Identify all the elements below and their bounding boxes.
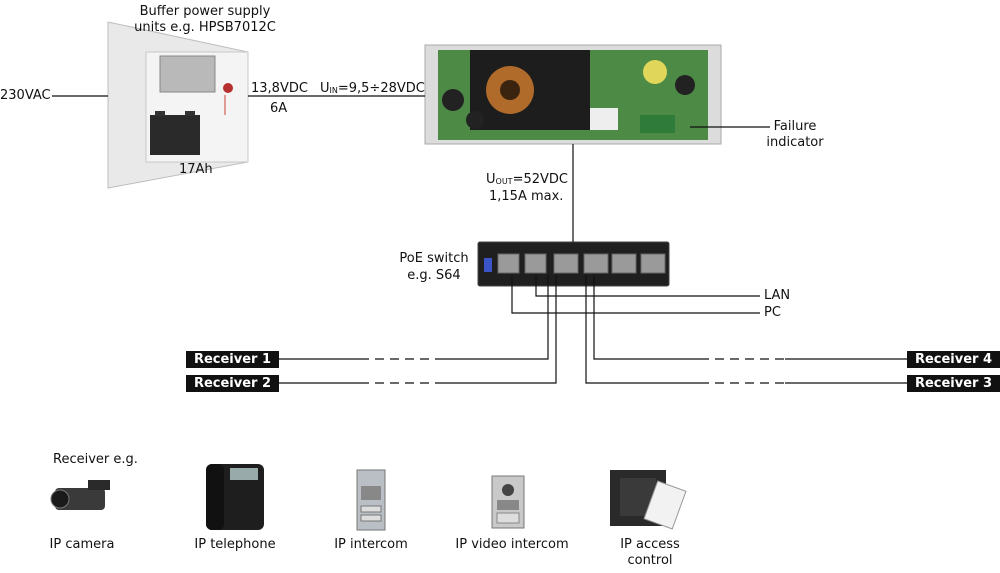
psu-output-current: 6A [270,101,288,116]
lan-wire [535,275,760,297]
ip-intercom-image [356,469,386,531]
pc-label: PC [764,305,781,320]
lan-label: LAN [764,288,791,303]
poe-switch-image [477,241,670,287]
ip-access-control-image [610,470,687,530]
psu-title-line2: units e.g. HPSB7012C [134,20,276,35]
converter-output-current: 1,15A max. [489,189,564,204]
ip-intercom-label: IP intercom [334,537,408,552]
ip-access-control-label-line1: IP access [620,537,680,552]
failure-indicator-line1: Failure [773,119,817,134]
receiver-2-badge: Receiver 2 [186,375,279,392]
ip-camera-label: IP camera [49,537,115,552]
ip-telephone-image [206,464,264,530]
receiver-1-badge: Receiver 1 [186,351,279,368]
switch-label-line1: PoE switch [399,251,469,266]
converter-board-image [424,44,722,145]
ip-camera-image [50,480,110,510]
psu-output-voltage: 13,8VDC [251,81,308,96]
devices-heading: Receiver e.g. [53,452,138,467]
wires [52,95,907,384]
converter-output-voltage: UOUT=52VDC [486,172,568,187]
switch-label-line2: e.g. S64 [407,268,461,283]
receiver-3-badge: Receiver 3 [907,375,1000,392]
ip-video-intercom-image [491,475,525,529]
pc-wire [511,275,760,314]
battery-capacity: 17Ah [179,162,213,177]
receiver-4-badge: Receiver 4 [907,351,1000,368]
ip-video-intercom-label: IP video intercom [455,537,569,552]
failure-indicator-line2: indicator [766,135,824,150]
input-voltage-label: 230VAC [0,88,51,103]
psu-title-line1: Buffer power supply [139,4,271,19]
converter-input-voltage: UIN=9,5÷28VDC [320,81,425,96]
psu-enclosure-image [107,21,249,189]
ip-access-control-label-line2: control [627,553,673,568]
ip-telephone-label: IP telephone [194,537,276,552]
